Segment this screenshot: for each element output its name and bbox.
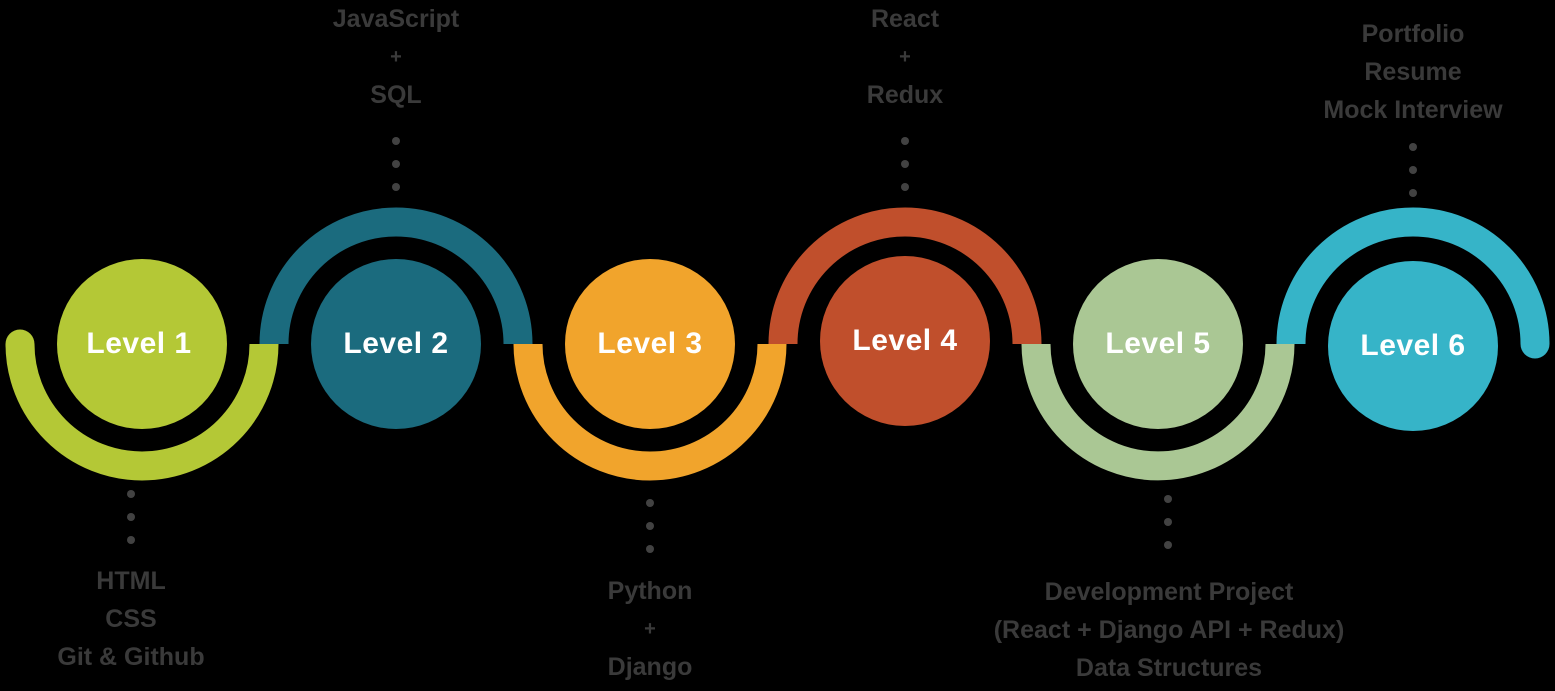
level-circle-6 bbox=[1328, 261, 1498, 431]
dots-connector-level-2 bbox=[392, 137, 400, 191]
wave-segment-level-5 bbox=[1021, 343, 1295, 481]
dot bbox=[392, 183, 400, 191]
level-label-6: Level 6 bbox=[1360, 329, 1466, 362]
dot bbox=[1409, 143, 1417, 151]
level-circle-5 bbox=[1073, 259, 1243, 429]
topic-line: Data Structures bbox=[1075, 654, 1263, 682]
dots-connector-level-1 bbox=[127, 490, 135, 544]
topics-level-4: React + Redux bbox=[867, 0, 943, 114]
topics-level-1: HTML CSS Git & Github bbox=[57, 562, 204, 676]
topics-level-3: Python + Django bbox=[608, 572, 693, 686]
topic-plus: + bbox=[899, 46, 911, 68]
dot bbox=[1409, 189, 1417, 197]
dot bbox=[127, 513, 135, 521]
topic-line: CSS bbox=[105, 605, 157, 633]
dot bbox=[646, 545, 654, 553]
wave-segment-level-2 bbox=[259, 207, 533, 345]
topic-line: Development Project bbox=[1044, 578, 1294, 606]
dot bbox=[127, 490, 135, 498]
topic-line: (React + Django API + Redux) bbox=[993, 616, 1345, 644]
topic-plus: + bbox=[390, 46, 402, 68]
dot bbox=[646, 522, 654, 530]
dot bbox=[1164, 518, 1172, 526]
dot bbox=[901, 137, 909, 145]
topic-line: Mock Interview bbox=[1323, 96, 1503, 124]
topic-line: Redux bbox=[866, 81, 944, 109]
dot bbox=[392, 160, 400, 168]
topic-line: Git & Github bbox=[57, 643, 205, 671]
wave-segment-level-1 bbox=[5, 343, 279, 481]
level-label-1: Level 1 bbox=[86, 327, 192, 360]
dot bbox=[127, 536, 135, 544]
wave-segment-level-6 bbox=[1276, 207, 1550, 345]
level-circle-2 bbox=[311, 259, 481, 429]
level-circle-1 bbox=[57, 259, 227, 429]
wave-segment-level-4 bbox=[768, 207, 1042, 345]
dots-connector-level-4 bbox=[901, 137, 909, 191]
topic-line: React bbox=[870, 5, 940, 33]
level-label-2: Level 2 bbox=[343, 327, 449, 360]
level-circle-3 bbox=[565, 259, 735, 429]
topic-line: Python bbox=[607, 577, 693, 605]
topic-plus: + bbox=[644, 618, 656, 640]
dot bbox=[392, 137, 400, 145]
dots-connector-level-6 bbox=[1409, 143, 1417, 197]
dot bbox=[901, 183, 909, 191]
topic-line: Portfolio bbox=[1361, 20, 1465, 48]
wave-start-cap bbox=[5, 329, 35, 359]
level-circle-4 bbox=[820, 256, 990, 426]
dots-connector-level-5 bbox=[1164, 495, 1172, 549]
topic-line: Resume bbox=[1364, 58, 1462, 86]
dot bbox=[646, 499, 654, 507]
topic-line: JavaScript bbox=[332, 5, 460, 33]
topics-level-5: Development Project (React + Django API … bbox=[994, 573, 1345, 687]
dot bbox=[901, 160, 909, 168]
dot bbox=[1409, 166, 1417, 174]
dot bbox=[1164, 541, 1172, 549]
level-label-4: Level 4 bbox=[852, 324, 958, 357]
topics-level-2: JavaScript + SQL bbox=[333, 0, 459, 114]
dot bbox=[1164, 495, 1172, 503]
wave-segment-level-3 bbox=[513, 343, 787, 481]
topic-line: Django bbox=[607, 653, 693, 681]
level-label-5: Level 5 bbox=[1105, 327, 1211, 360]
level-label-3: Level 3 bbox=[597, 327, 703, 360]
topic-line: HTML bbox=[96, 567, 166, 595]
topic-line: SQL bbox=[370, 81, 422, 109]
dots-connector-level-3 bbox=[646, 499, 654, 553]
topics-level-6: Portfolio Resume Mock Interview bbox=[1323, 15, 1502, 129]
wave-end-cap bbox=[1520, 329, 1550, 359]
